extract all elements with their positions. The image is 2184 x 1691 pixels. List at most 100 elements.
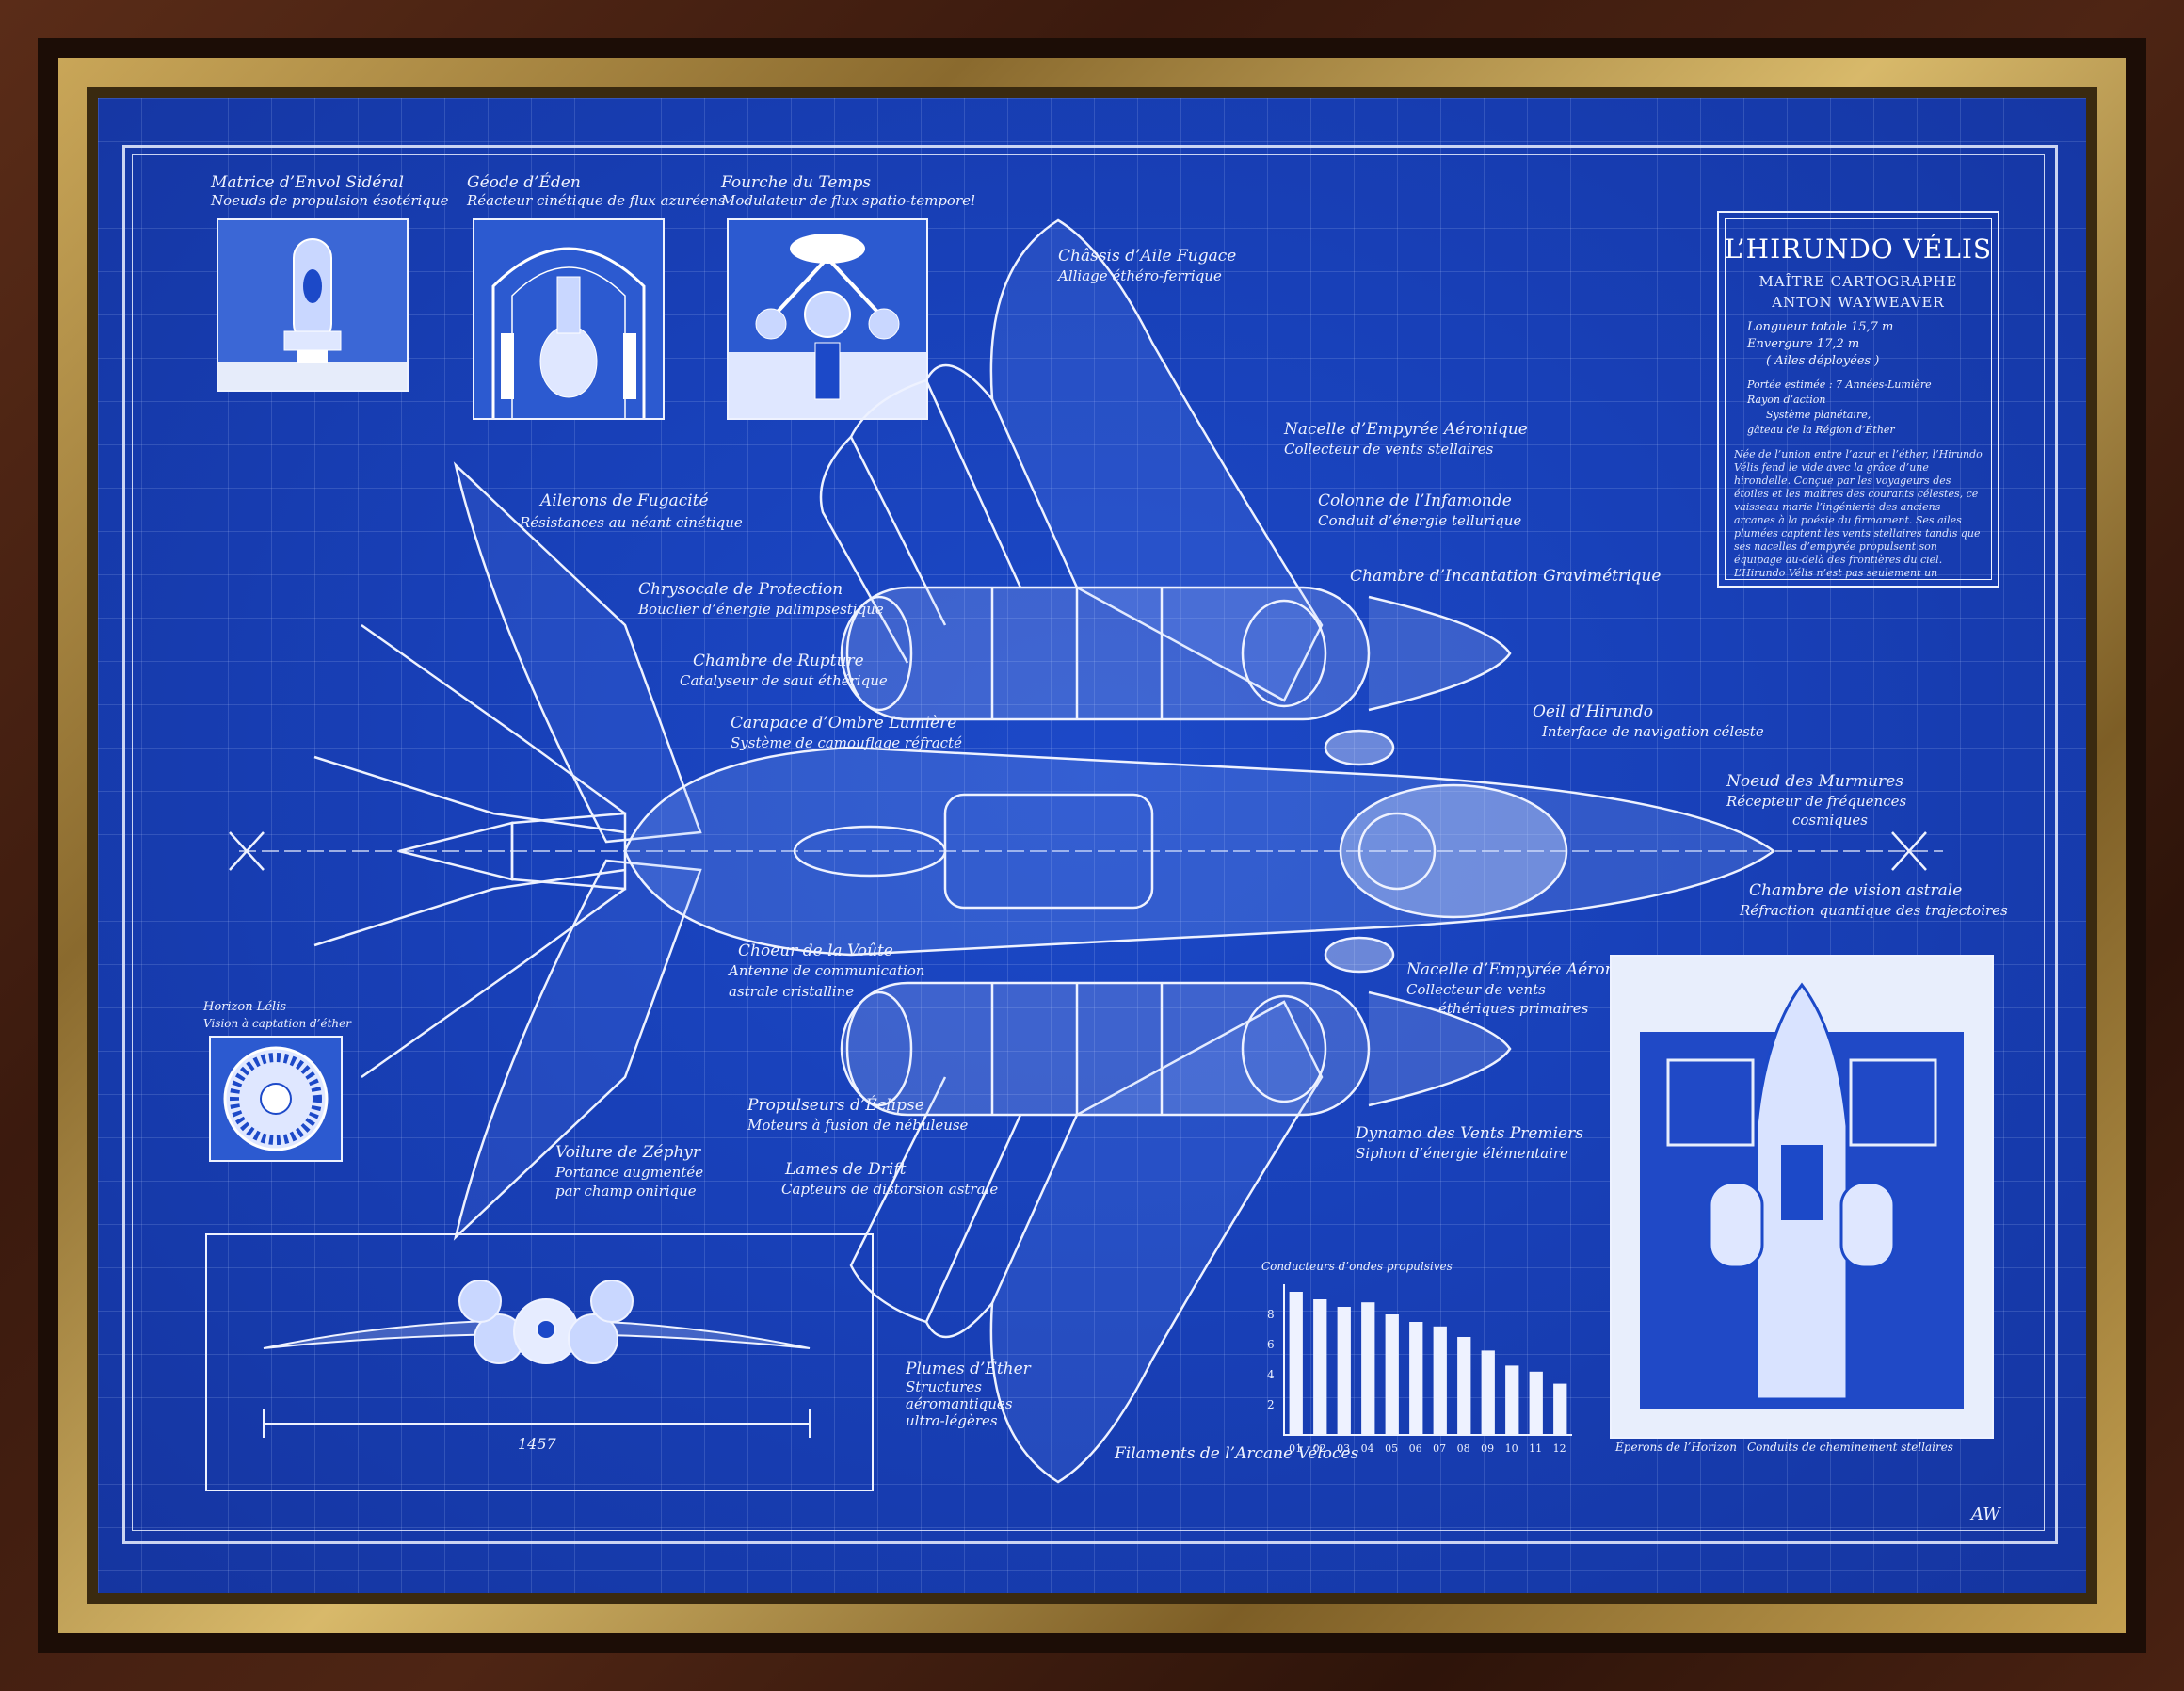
- label-lames-sub: Capteurs de distorsion astrale: [781, 1181, 999, 1198]
- label-voilure-sub-2: par champ onirique: [555, 1183, 697, 1200]
- inset-2-subtitle: Réacteur cinétique de flux azuréens: [467, 192, 726, 209]
- spec-line-3: ( Ailes déployées ): [1766, 354, 1880, 368]
- inner-border: [132, 154, 2045, 1531]
- chart-xtick: 09: [1481, 1442, 1494, 1455]
- horizon-title: Horizon Lélis: [203, 1000, 287, 1014]
- label-lames-title: Lames de Drift: [785, 1160, 907, 1179]
- label-plumes-sub-1: Structures: [906, 1378, 982, 1395]
- chart-axes: [1283, 1284, 1572, 1436]
- label-chrysocale-sub: Bouclier d’énergie palimpsestique: [638, 601, 884, 618]
- chart-bar: [1409, 1322, 1423, 1435]
- label-nacelle-bottom-sub-1: Collecteur de vents: [1406, 981, 1546, 998]
- label-nacelle-top-title: Nacelle d’Empyrée Aéronique: [1284, 420, 1528, 439]
- spec2-line-1: Portée estimée : 7 Années-Lumière: [1747, 378, 1932, 391]
- ship-drawing: [229, 218, 1943, 1484]
- label-vision-title: Chambre de vision astrale: [1749, 881, 1963, 900]
- label-carapace-title: Carapace d’Ombre Lumière: [731, 714, 957, 733]
- chart-bar: [1481, 1350, 1495, 1435]
- chart-xtick: 05: [1385, 1442, 1398, 1455]
- label-voilure-title: Voilure de Zéphyr: [555, 1143, 701, 1162]
- front-view-dimension: 1457: [518, 1435, 556, 1453]
- label-chrysocale-title: Chrysocale de Protection: [638, 580, 843, 599]
- title-block: L’HIRUNDO VÉLIS MAÎTRE CARTOGRAPHE ANTON…: [1717, 211, 1999, 588]
- label-eye-title: Oeil d’Hirundo: [1533, 702, 1653, 721]
- description-text: Née de l’union entre l’azur et l’éther, …: [1734, 448, 1983, 579]
- chart-bar: [1529, 1371, 1543, 1435]
- label-vision-sub: Réfraction quantique des trajectoires: [1740, 902, 2008, 919]
- label-column-title: Colonne de l’Infamonde: [1318, 491, 1512, 510]
- label-murmures-sub-2: cosmiques: [1792, 812, 1868, 829]
- sheet-subtitle-1: MAÎTRE CARTOGRAPHE: [1758, 273, 1958, 290]
- label-rupture-title: Chambre de Rupture: [693, 652, 864, 670]
- sheet-subtitle-2: ANTON WAYWEAVER: [1772, 294, 1945, 311]
- front-view-drawing: [263, 1280, 811, 1438]
- spec2-line-3: Système planétaire,: [1766, 409, 1871, 421]
- chart-xtick: 07: [1433, 1442, 1446, 1455]
- horizon-sub: Vision à captation d’éther: [203, 1017, 351, 1030]
- chart-bar: [1289, 1292, 1303, 1435]
- inset-3-title: Fourche du Temps: [721, 173, 872, 192]
- chart-xtick: 03: [1337, 1442, 1350, 1455]
- label-murmures-sub-1: Récepteur de fréquences: [1726, 793, 1907, 810]
- label-chamber-grav: Chambre d’Incantation Gravimétrique: [1350, 567, 1662, 586]
- label-murmures-title: Noeud des Murmures: [1726, 772, 1903, 791]
- label-plumes-sub-2: aéromantiques: [906, 1395, 1013, 1412]
- sheet-title: L’HIRUNDO VÉLIS: [1724, 234, 1993, 265]
- label-voilure-sub-1: Portance augmentée: [555, 1164, 704, 1181]
- inset-1-panel: [217, 218, 409, 392]
- chart-ytick: 2: [1267, 1398, 1275, 1411]
- outer-border: [122, 145, 2058, 1544]
- horizon-panel: [209, 1036, 343, 1162]
- chart-xtick: 11: [1529, 1442, 1542, 1455]
- horizon-spurs-panel: [1610, 955, 1994, 1439]
- label-nacelle-top-sub: Collecteur de vents stellaires: [1284, 441, 1494, 458]
- label-dynamo-title: Dynamo des Vents Premiers: [1356, 1124, 1583, 1143]
- inset-2-panel: [473, 218, 665, 420]
- label-column-sub: Conduit d’énergie tellurique: [1318, 512, 1522, 529]
- chart-bar: [1457, 1337, 1471, 1435]
- label-wing-frame-sub: Alliage éthéro-ferrique: [1058, 267, 1222, 284]
- label-choeur-title: Choeur de la Voûte: [738, 942, 893, 960]
- label-eye-sub: Interface de navigation céleste: [1542, 723, 1764, 740]
- turbine-drawing: [211, 1038, 341, 1160]
- spurs-sub: Conduits de cheminement stellaires: [1747, 1441, 1953, 1454]
- spec2-line-2: Rayon d’action: [1747, 394, 1826, 406]
- label-choeur-sub-1: Antenne de communication: [729, 962, 925, 979]
- label-propulseurs-sub: Moteurs à fusion de nébuleuse: [747, 1117, 969, 1134]
- label-nacelle-bottom-title: Nacelle d’Empyrée Aéronique: [1406, 960, 1650, 979]
- inset-2-title: Géode d’Éden: [467, 173, 581, 192]
- label-ailerons-sub: Résistances au néant cinétique: [520, 514, 743, 531]
- chart-title: Conducteurs d’ondes propulsives: [1261, 1260, 1453, 1273]
- inset-2-drawing: [474, 220, 663, 418]
- inset-1-drawing: [218, 220, 407, 390]
- label-rupture-sub: Catalyseur de saut éthérique: [680, 672, 888, 689]
- chart-bar: [1337, 1307, 1351, 1435]
- chart-xtick: 02: [1313, 1442, 1326, 1455]
- label-nacelle-bottom-sub-2: éthériques primaires: [1438, 1000, 1589, 1017]
- chart-ytick: 4: [1267, 1368, 1275, 1381]
- spec2-line-4: gâteau de la Région d’Éther: [1747, 424, 1895, 436]
- top-view-drawing: [1612, 957, 1992, 1437]
- inset-3-panel: [727, 218, 928, 420]
- artist-signature: AW: [1971, 1505, 2000, 1524]
- spec-line-1: Longueur totale 15,7 m: [1747, 320, 1894, 334]
- label-dynamo-sub: Siphon d’énergie élémentaire: [1356, 1145, 1568, 1162]
- chart-bar: [1553, 1383, 1567, 1435]
- inset-1-title: Matrice d’Envol Sidéral: [211, 173, 404, 192]
- chart-ytick: 6: [1267, 1338, 1275, 1351]
- label-wing-frame-title: Châssis d’Aile Fugace: [1058, 247, 1237, 266]
- chart-xtick: 08: [1457, 1442, 1470, 1455]
- label-choeur-sub-2: astrale cristalline: [729, 983, 855, 1000]
- chart-bar: [1313, 1299, 1327, 1435]
- chart-ytick: 8: [1267, 1308, 1275, 1321]
- chart-xtick: 01: [1289, 1442, 1302, 1455]
- label-plumes-title: Plumes d’Éther: [906, 1360, 1031, 1378]
- inset-3-drawing: [729, 220, 926, 418]
- label-propulseurs-title: Propulseurs d’Éclipse: [747, 1096, 924, 1115]
- inset-3-subtitle: Modulateur de flux spatio-temporel: [721, 192, 975, 209]
- chart-xtick: 12: [1553, 1442, 1566, 1455]
- chart-xtick: 10: [1505, 1442, 1518, 1455]
- front-view-panel: 1457: [205, 1233, 874, 1491]
- label-plumes-sub-3: ultra-légères: [906, 1412, 998, 1429]
